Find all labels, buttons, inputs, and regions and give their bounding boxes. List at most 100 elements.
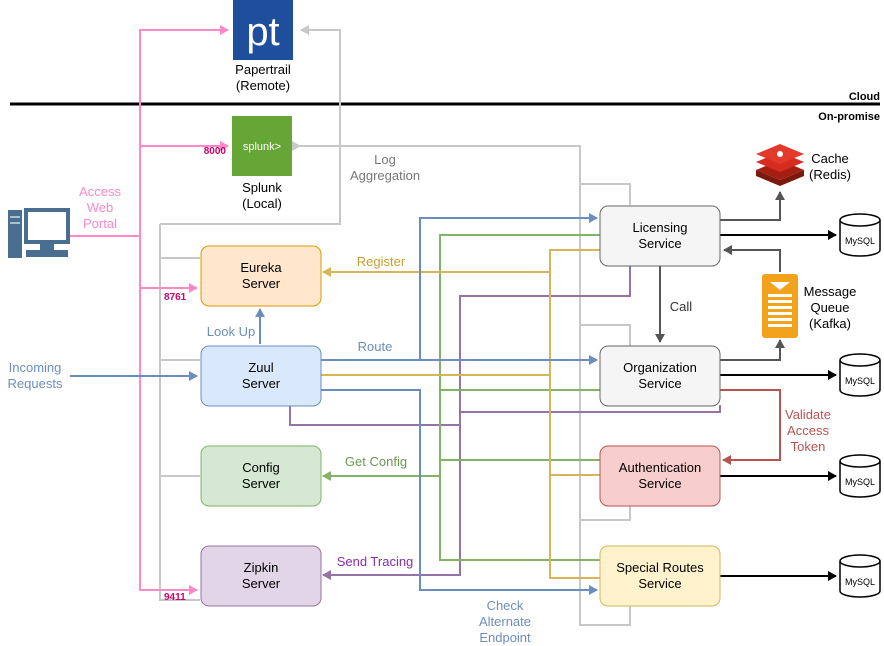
send-tracing-label: Send Tracing <box>337 554 414 569</box>
mysql-label: MySQL <box>845 376 875 386</box>
register-connectors <box>320 249 600 579</box>
eureka-line-2: Server <box>242 276 281 291</box>
portal-line-zipkin <box>139 288 198 595</box>
licensing-service-box[interactable]: Licensing Service <box>599 205 721 267</box>
papertrail-logo-text: pt <box>246 10 279 54</box>
portal-line-papertrail <box>70 25 229 237</box>
queue-label-1: Message <box>804 284 857 299</box>
queue-licensing-line <box>723 245 781 272</box>
organization-line-1: Organization <box>623 360 697 375</box>
organization-line-2: Service <box>638 376 681 391</box>
check-alt-label-2: Alternate <box>479 614 531 629</box>
portal-label-1: Access <box>79 184 121 199</box>
org-queue-line <box>720 339 785 361</box>
config-connectors <box>322 234 600 561</box>
onprem-zone-label: On-promise <box>818 111 880 123</box>
queue-label-3: (Kafka) <box>809 316 851 331</box>
look-up-label: Look Up <box>207 324 255 339</box>
zipkin-line-1: Zipkin <box>244 560 279 575</box>
check-alt-label-1: Check <box>487 598 524 613</box>
cache-label-1: Cache <box>811 151 849 166</box>
config-line-1: Config <box>242 460 280 475</box>
zipkin-line-2: Server <box>242 576 281 591</box>
eureka-port: 8761 <box>164 292 187 303</box>
log-line-auth <box>580 506 631 521</box>
log-line-trunk <box>579 184 631 626</box>
mysql-db-licensing-icon[interactable]: MySQL <box>839 213 881 257</box>
zipkin-server-box[interactable]: Zipkin Server <box>200 545 322 607</box>
papertrail-name: Papertrail <box>235 62 291 77</box>
zuul-server-box[interactable]: Zuul Server <box>200 345 322 407</box>
licensing-line-1: Licensing <box>633 220 688 235</box>
splunk-logo-icon <box>232 116 292 176</box>
organization-service-box[interactable]: Organization Service <box>599 345 721 407</box>
eureka-line-1: Eureka <box>240 260 282 275</box>
mysql-db-organization-icon[interactable]: MySQL <box>839 353 881 397</box>
eureka-server-box[interactable]: Eureka Server <box>200 245 322 307</box>
config-line-2: Server <box>242 476 281 491</box>
register-line-special <box>549 375 600 579</box>
get-config-label: Get Config <box>345 454 407 469</box>
log-line-org <box>580 324 631 346</box>
papertrail-node[interactable]: pt Papertrail (Remote) <box>233 0 293 93</box>
tracing-line-zuul <box>289 405 460 426</box>
config-line-special <box>439 476 600 561</box>
authentication-line-2: Service <box>638 476 681 491</box>
log-line-papertrail <box>160 25 341 225</box>
special-line-1: Special Routes <box>616 560 704 575</box>
validate-label-3: Token <box>791 439 826 454</box>
papertrail-sub: (Remote) <box>236 78 290 93</box>
portal-label-2: Web <box>87 200 114 215</box>
splunk-port: 8000 <box>204 146 227 157</box>
incoming-label-2: Requests <box>8 376 63 391</box>
db-links <box>720 230 837 581</box>
tracing-line-org <box>460 405 721 413</box>
splunk-node[interactable]: splunk> Splunk (Local) 8000 <box>204 116 292 211</box>
log-aggregation-label-2: Aggregation <box>350 168 420 183</box>
call-label: Call <box>670 299 693 314</box>
special-routes-service-box[interactable]: Special Routes Service <box>599 545 721 607</box>
log-connectors <box>159 25 631 626</box>
validate-label-1: Validate <box>785 407 831 422</box>
mysql-db-special-icon[interactable]: MySQL <box>839 554 881 598</box>
tracing-connectors <box>289 265 721 580</box>
licensing-cache-line <box>720 191 785 221</box>
config-line-licensing <box>322 234 600 481</box>
zuul-line-1: Zuul <box>248 360 273 375</box>
computer-icon <box>8 208 70 258</box>
portal-line-eureka <box>139 236 198 293</box>
authentication-line-1: Authentication <box>619 460 701 475</box>
register-label: Register <box>357 254 406 269</box>
config-server-box[interactable]: Config Server <box>200 445 322 507</box>
portal-connectors <box>70 25 229 595</box>
splunk-name: Splunk <box>242 180 282 195</box>
mysql-db-authentication-icon[interactable]: MySQL <box>839 454 881 498</box>
zipkin-port: 9411 <box>164 592 186 603</box>
route-label: Route <box>358 339 393 354</box>
mysql-label: MySQL <box>845 477 875 487</box>
redis-cache-icon[interactable] <box>756 144 804 186</box>
register-line-licensing <box>322 249 600 277</box>
service-links <box>655 191 785 361</box>
validate-line <box>720 389 781 465</box>
papertrail-logo-icon <box>233 0 293 60</box>
mysql-label: MySQL <box>845 577 875 587</box>
zuul-line-2: Server <box>242 376 281 391</box>
splunk-logo-text: splunk> <box>243 141 281 153</box>
special-line-2: Service <box>638 576 681 591</box>
route-line-special <box>320 389 598 595</box>
incoming-label-1: Incoming <box>9 360 62 375</box>
cloud-zone-label: Cloud <box>849 91 880 103</box>
authentication-service-box[interactable]: Authentication Service <box>599 445 721 507</box>
check-alt-label-3: Endpoint <box>479 630 531 645</box>
tracing-line-licensing <box>322 265 631 580</box>
licensing-line-2: Service <box>638 236 681 251</box>
queue-label-2: Queue <box>810 300 849 315</box>
cache-label-2: (Redis) <box>809 167 851 182</box>
mysql-label: MySQL <box>845 236 875 246</box>
log-line-eureka <box>160 257 200 477</box>
log-line-splunk <box>159 224 200 601</box>
kafka-queue-icon[interactable] <box>762 274 798 338</box>
route-connectors <box>70 213 598 595</box>
